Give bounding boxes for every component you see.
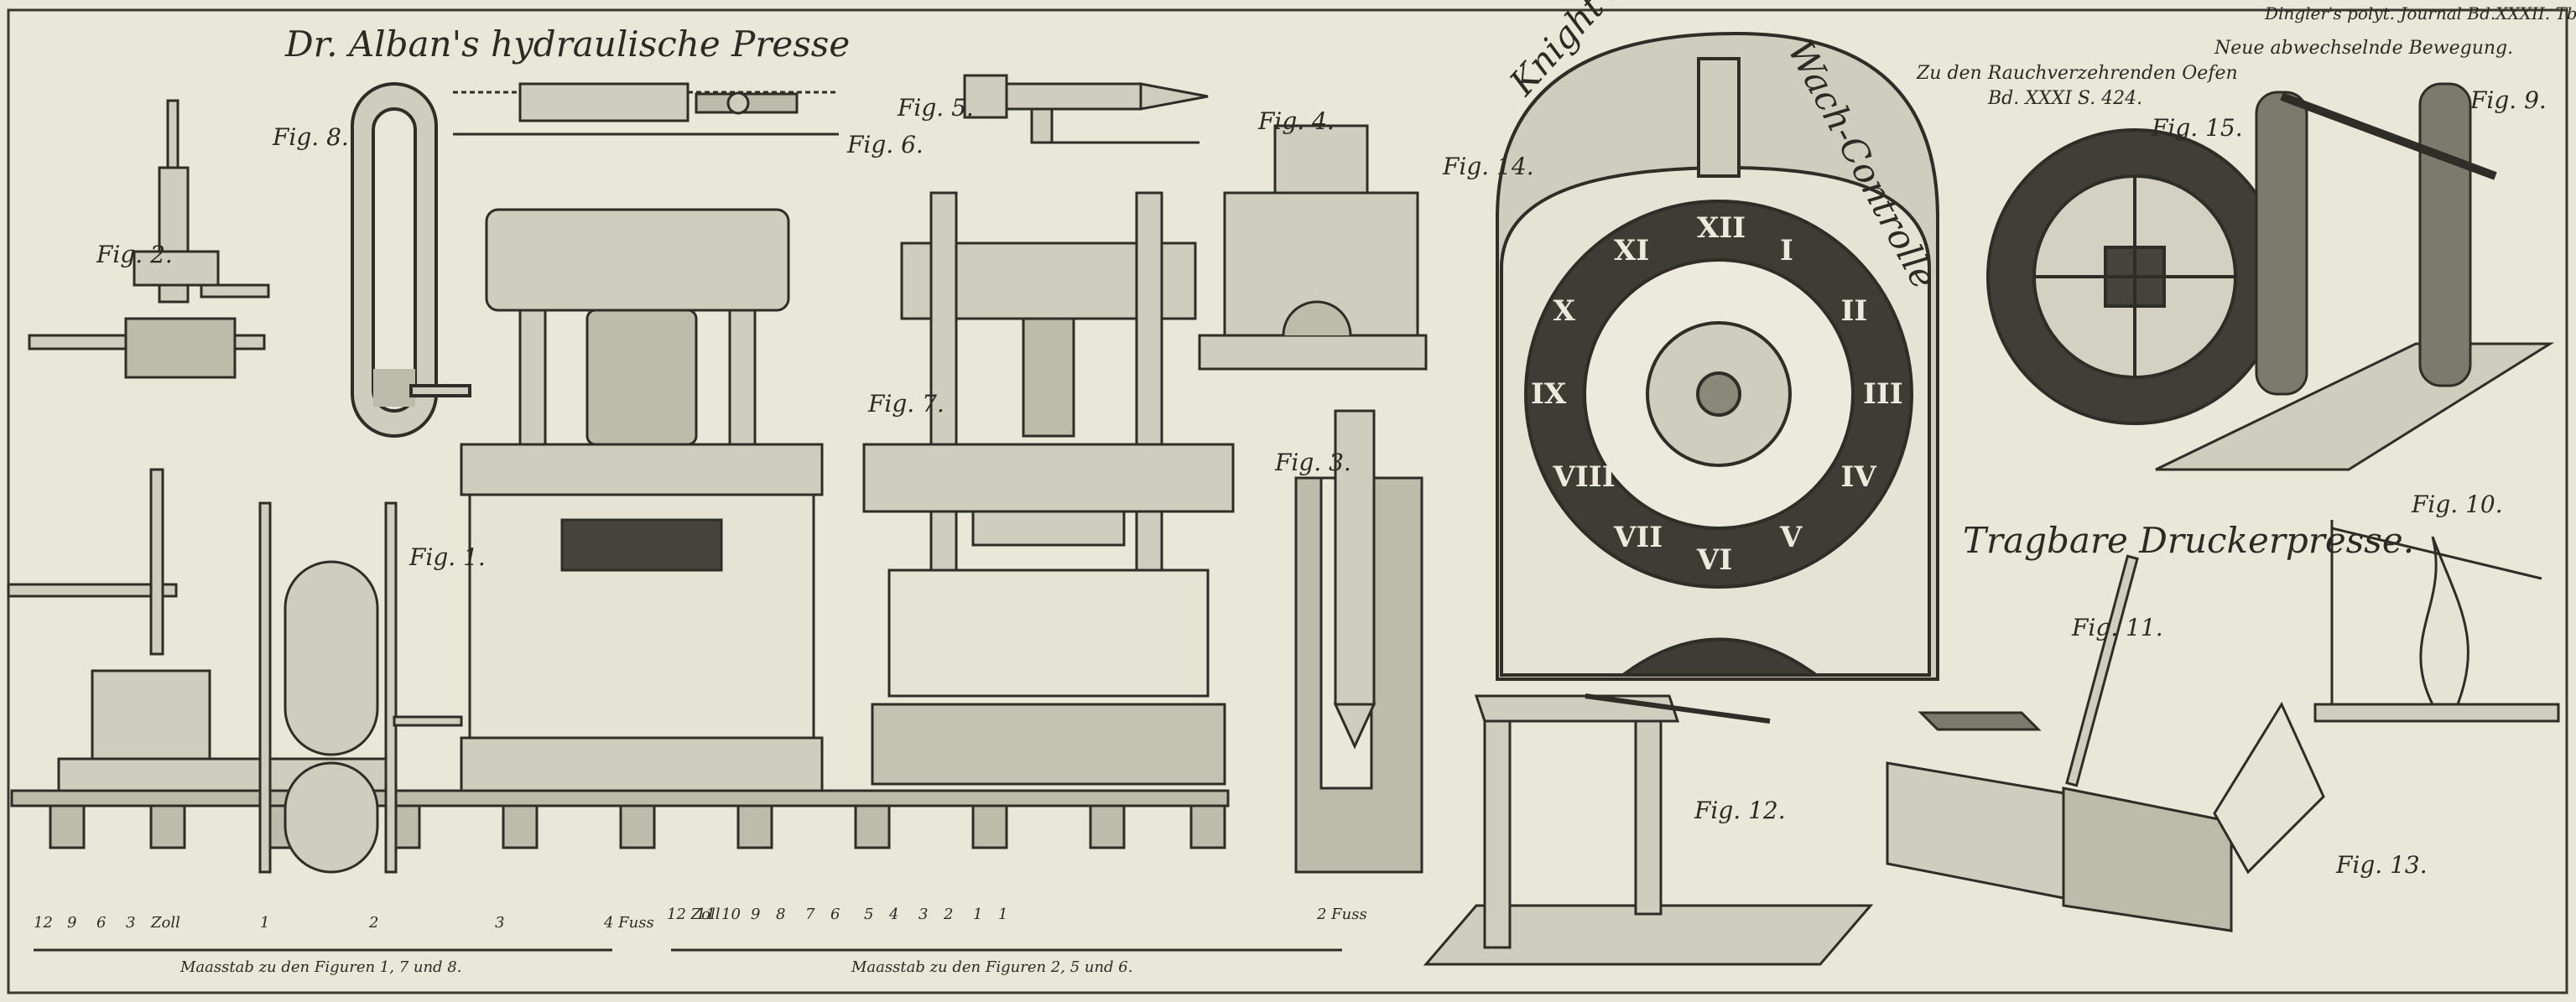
fig15-label: Fig. 15. xyxy=(2152,114,2243,142)
plate-title: Dr. Alban's hydraulische Presse xyxy=(285,23,851,65)
scale1-tick-label: Zoll xyxy=(151,914,180,932)
clock-numeral-vii: VII xyxy=(1614,521,1663,555)
fig8-label: Fig. 8. xyxy=(273,123,349,151)
clock-numeral-x: X xyxy=(1553,294,1575,328)
scale2-tick-label: 12 Zoll xyxy=(667,906,721,923)
scale2-tick-label: 9 xyxy=(751,906,761,923)
fig1-pump xyxy=(7,468,463,874)
fig6-label: Fig. 6. xyxy=(847,131,924,158)
fig12-label: Fig. 12. xyxy=(1694,797,1786,824)
scale2-tick-label: 1 xyxy=(998,906,1008,923)
fig15-furnace xyxy=(1986,128,2283,425)
clock-numeral-ix: IX xyxy=(1531,377,1567,411)
scale1-tick-label: 3 xyxy=(495,914,505,932)
fig1-label: Fig. 1. xyxy=(409,543,486,571)
fig2-label: Fig. 2. xyxy=(96,241,173,268)
scale1-tick-label: 9 xyxy=(67,914,77,932)
fig6-cylinder xyxy=(453,82,839,136)
scale2-tick-label: 8 xyxy=(776,906,786,923)
fig3-label: Fig. 3. xyxy=(1275,449,1351,476)
scale2-tick-label: 7 xyxy=(805,906,815,923)
ground-bar xyxy=(10,789,1230,849)
fig9-mechanism xyxy=(2155,82,2555,471)
clock-numeral-i: I xyxy=(1780,233,1793,267)
scale2-tick-label: 2 xyxy=(944,906,954,923)
fig8-tube xyxy=(351,82,471,438)
fig11-printing-press xyxy=(1886,554,2325,932)
clock-numeral-xi: XI xyxy=(1614,233,1650,267)
clock-numeral-iv: IV xyxy=(1840,460,1876,494)
clock-numeral-iii: III xyxy=(1863,377,1903,411)
fig5-screw xyxy=(963,74,1209,144)
fig3-rod xyxy=(1294,409,1423,874)
scale1-tick-label: 1 xyxy=(260,914,270,932)
journal-reference: Dingler's polyt. Journal Bd.XXXII. Tb.IV… xyxy=(2265,3,2576,23)
fig9-label: Fig. 9. xyxy=(2470,86,2547,114)
scale1-caption: Maasstab zu den Figuren 1, 7 und 8. xyxy=(180,958,462,976)
fig12-frame xyxy=(1423,693,1874,966)
fig4-fitting xyxy=(1198,124,1428,371)
clock-numeral-vi: VI xyxy=(1697,543,1733,577)
scale1-tick-label: 4 Fuss xyxy=(604,914,654,932)
fig13-label: Fig. 13. xyxy=(2336,851,2428,879)
scale1-tick-label: 6 xyxy=(96,914,107,932)
printing-press-title: Tragbare Druckerpresse. xyxy=(1963,520,2415,561)
motion-title: Neue abwechselnde Bewegung. xyxy=(2214,38,2514,59)
scale2-tick-label: 4 xyxy=(889,906,899,923)
fig5-label: Fig. 5. xyxy=(898,94,974,122)
scale2-tick-label: 11 xyxy=(696,906,716,923)
fig10-label: Fig. 10. xyxy=(2412,491,2503,518)
scale2-caption: Maasstab zu den Figuren 2, 5 und 6. xyxy=(851,958,1133,976)
fig4-label: Fig. 4. xyxy=(1258,107,1335,135)
scale2-tick-label: 1 xyxy=(973,906,983,923)
fig7-press xyxy=(862,191,1235,786)
fig11-label: Fig. 11. xyxy=(2072,614,2163,641)
clock-numeral-ii: II xyxy=(1840,294,1868,328)
scale2-tick-label: 3 xyxy=(919,906,929,923)
scale1-tick-label: 12 xyxy=(34,914,53,932)
fig2-valve xyxy=(28,99,270,379)
fig10-mechanism xyxy=(2313,520,2560,723)
fig1-press xyxy=(460,208,824,792)
clock-numeral-v: V xyxy=(1780,521,1803,555)
scale2-tick-label: 5 xyxy=(864,906,874,923)
smoke-oven-title: Zu den Rauchverzehrenden Oefen xyxy=(1917,63,2238,84)
fig14-clock xyxy=(1496,31,1939,681)
clock-numeral-viii: VIII xyxy=(1553,460,1616,494)
smoke-oven-reference: Bd. XXXI S. 424. xyxy=(1988,88,2143,109)
scale2-tick-label: 6 xyxy=(830,906,840,923)
clock-numeral-xii: XII xyxy=(1697,211,1746,245)
scale1-tick-label: 2 xyxy=(369,914,379,932)
scale1-tick-label: 3 xyxy=(126,914,136,932)
scale2-tick-label: 10 xyxy=(721,906,741,923)
scale2-tick-label: 2 Fuss xyxy=(1317,906,1367,923)
fig7-label: Fig. 7. xyxy=(868,390,945,418)
fig14-label: Fig. 14. xyxy=(1443,153,1534,180)
